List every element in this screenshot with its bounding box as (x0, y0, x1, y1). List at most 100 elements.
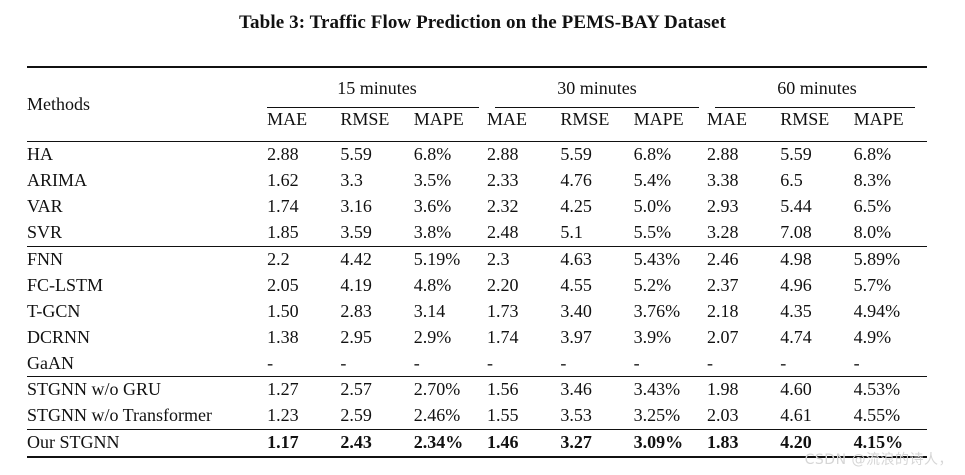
metric-header-rmse: RMSE (340, 109, 390, 129)
metric-value: 3.76% (633, 300, 681, 321)
metric-value: 5.5% (633, 222, 672, 243)
metric-value: - (633, 352, 640, 373)
metric-value: 3.43% (633, 376, 707, 403)
group-header-30min: 30 minutes (487, 66, 707, 108)
metric-value: 5.59 (340, 144, 372, 165)
metric-value: 1.85 (267, 222, 299, 243)
metric-value: 5.1 (560, 222, 583, 243)
metric-value: 2.46 (706, 245, 781, 273)
metric-value: 4.61 (780, 405, 812, 426)
metric-value: 2.93 (706, 196, 739, 217)
header-row-groups: Methods 15 minutes 30 minutes 60 minutes (27, 66, 927, 142)
metric-value: 4.35 (780, 300, 812, 321)
metric-value: 1.38 (267, 326, 299, 347)
metric-value: 4.98 (780, 245, 854, 273)
metric-value: 5.43% (633, 245, 707, 273)
metric-value: 4.25 (560, 196, 592, 217)
metric-value: 1.73 (487, 300, 519, 321)
metric-value: 5.44 (780, 196, 812, 217)
method-name: T-GCN (27, 300, 81, 321)
metric-value: 3.14 (413, 300, 446, 321)
metric-value: 3.53 (560, 405, 592, 426)
method-name: Our STGNN (27, 428, 268, 458)
group-header-15min: 15 minutes (267, 66, 488, 108)
metric-value: 3.3 (340, 170, 363, 191)
metric-value: 4.19 (340, 274, 372, 295)
metric-header-mae: MAE (267, 109, 308, 129)
metric-value: 2.48 (487, 222, 519, 243)
metric-value: 4.15% (853, 428, 927, 458)
metric-value: 3.25% (633, 405, 681, 426)
group-header-60min: 60 minutes (706, 66, 927, 108)
metric-value: 1.17 (267, 428, 341, 458)
metric-header-mae: MAE (706, 109, 747, 129)
metric-value: 3.9% (633, 326, 672, 347)
metric-value: 3.97 (560, 326, 592, 347)
metric-value: 2.2 (267, 245, 341, 273)
metric-value: - (413, 352, 420, 373)
metric-value: 3.09% (633, 428, 707, 458)
metric-value: 4.94% (853, 300, 901, 321)
metric-value: 1.83 (706, 428, 781, 458)
metric-value: - (560, 352, 567, 373)
metric-value: 2.20 (487, 274, 519, 295)
metric-value: 5.59 (780, 144, 812, 165)
metric-value: 3.40 (560, 300, 592, 321)
metric-header-mape: MAPE (633, 109, 684, 129)
metric-value: 4.76 (560, 170, 592, 191)
method-name: VAR (27, 196, 63, 217)
metric-value: - (267, 352, 274, 373)
method-name: STGNN w/o GRU (27, 376, 268, 403)
metric-header-rmse: RMSE (560, 109, 610, 129)
metric-value: 1.50 (267, 300, 299, 321)
metric-value: 3.6% (413, 196, 452, 217)
metric-value: 5.0% (633, 196, 672, 217)
metric-value: 2.88 (706, 144, 739, 165)
metric-value: 4.60 (780, 376, 854, 403)
metric-value: 2.83 (340, 300, 372, 321)
metric-value: 4.55 (560, 274, 592, 295)
metric-value: 2.88 (487, 144, 519, 165)
table-caption: Table 3: Traffic Flow Prediction on the … (239, 12, 726, 33)
metric-value: 2.05 (267, 274, 299, 295)
metric-value: 2.32 (487, 196, 519, 217)
metric-value: 2.03 (706, 405, 739, 426)
metric-value: 6.8% (413, 144, 452, 165)
method-name: FC-LSTM (27, 274, 104, 295)
metric-value: 5.59 (560, 144, 592, 165)
metric-value: 4.8% (413, 274, 452, 295)
metric-value: - (853, 352, 860, 373)
method-name: STGNN w/o Transformer (27, 405, 213, 426)
metric-value: - (487, 352, 494, 373)
results-table: Methods 15 minutes 30 minutes 60 minutes… (27, 66, 927, 458)
metric-value: 4.42 (340, 245, 414, 273)
metric-value: 2.18 (706, 300, 739, 321)
methods-header: Methods (27, 66, 268, 142)
metric-value: 3.38 (706, 170, 739, 191)
metric-value: 4.53% (853, 376, 927, 403)
metric-value: 3.59 (340, 222, 372, 243)
metric-value: 5.89% (853, 245, 927, 273)
metric-value: - (780, 352, 787, 373)
metric-value: 4.96 (780, 274, 812, 295)
metric-header-mape: MAPE (413, 109, 464, 129)
metric-value: 1.98 (706, 376, 781, 403)
header-row-metrics: MAE RMSE MAPE MAE RMSE MAPE MAE RMSE MAP… (27, 108, 927, 142)
metric-value: 6.8% (633, 144, 672, 165)
table-row: GaAN--------- (27, 350, 927, 376)
metric-value: 3.8% (413, 222, 452, 243)
metric-value: 7.08 (780, 222, 812, 243)
metric-value: 1.74 (487, 326, 519, 347)
metric-header-mae: MAE (487, 109, 528, 129)
table-row: T-GCN 1.50 2.83 3.14 1.73 3.40 3.76% 2.18 4.35 4.… (27, 298, 927, 324)
metric-value: 3.46 (560, 376, 634, 403)
metric-value: 4.20 (780, 428, 854, 458)
watermark: CSDN @流浪的诗人， (804, 452, 953, 468)
metric-value: 4.63 (560, 245, 634, 273)
